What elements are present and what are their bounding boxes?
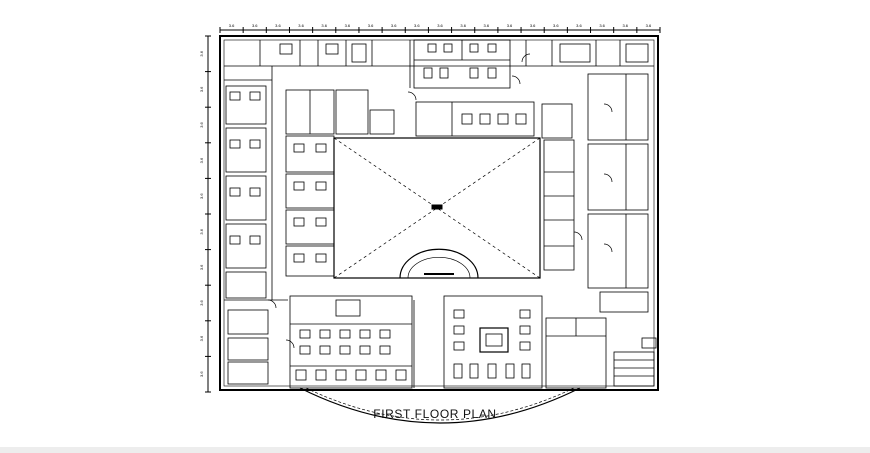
top-dimension-label: 3.6 [252, 23, 258, 28]
left-dimension-label: 3.6 [199, 228, 204, 234]
top-dimension-label: 3.6 [622, 23, 628, 28]
left-dimension-label: 3.6 [199, 299, 204, 305]
left-dimension-label: 3.6 [199, 371, 204, 377]
top-dimension-label: 3.6 [321, 23, 327, 28]
top-dimension-label: 3.6 [553, 23, 559, 28]
top-dimension-label: 3.6 [484, 23, 490, 28]
left-dimension-line [205, 35, 211, 393]
bottom-middle-block [443, 295, 543, 389]
drawing-caption: FIRST FLOOR PLAN [373, 407, 497, 421]
left-wing-rooms [224, 66, 288, 385]
top-dimension-label: 3.6 [507, 23, 513, 28]
inner-top-rooms [415, 101, 573, 139]
courtyard [333, 137, 541, 279]
top-dimension-label: 3.6 [391, 23, 397, 28]
top-dimension-label: 3.6 [437, 23, 443, 28]
top-dimension-label: 3.6 [530, 23, 536, 28]
left-dimension-label: 3.6 [199, 335, 204, 341]
top-dimension-line [219, 27, 661, 33]
left-dimension-label: 3.6 [199, 50, 204, 56]
door-swings [267, 53, 613, 349]
left-dimension-label: 3.6 [199, 264, 204, 270]
top-dimension-label: 3.6 [460, 23, 466, 28]
entrance-canopy [299, 387, 581, 424]
top-dimension-label: 3.6 [368, 23, 374, 28]
left-dimension-label: 3.6 [199, 157, 204, 163]
left-dimension-label: 3.6 [199, 193, 204, 199]
right-wing-rooms [543, 73, 649, 313]
left-dimension-label: 3.6 [199, 121, 204, 127]
top-dimension-label: 3.6 [345, 23, 351, 28]
top-dimension-label: 3.6 [576, 23, 582, 28]
bottom-right-block [545, 317, 657, 389]
top-dimension-label: 3.6 [646, 23, 652, 28]
top-dimension-label: 3.6 [414, 23, 420, 28]
left-dimension-label: 3.6 [199, 86, 204, 92]
top-dimension-label: 3.6 [599, 23, 605, 28]
top-dimension-label: 3.6 [229, 23, 235, 28]
top-dimension-label: 3.6 [298, 23, 304, 28]
top-dimension-label: 3.6 [275, 23, 281, 28]
bottom-left-block [289, 295, 415, 389]
inner-left-rooms [285, 89, 395, 277]
footer-bar [0, 447, 870, 453]
top-rooms [224, 39, 654, 89]
